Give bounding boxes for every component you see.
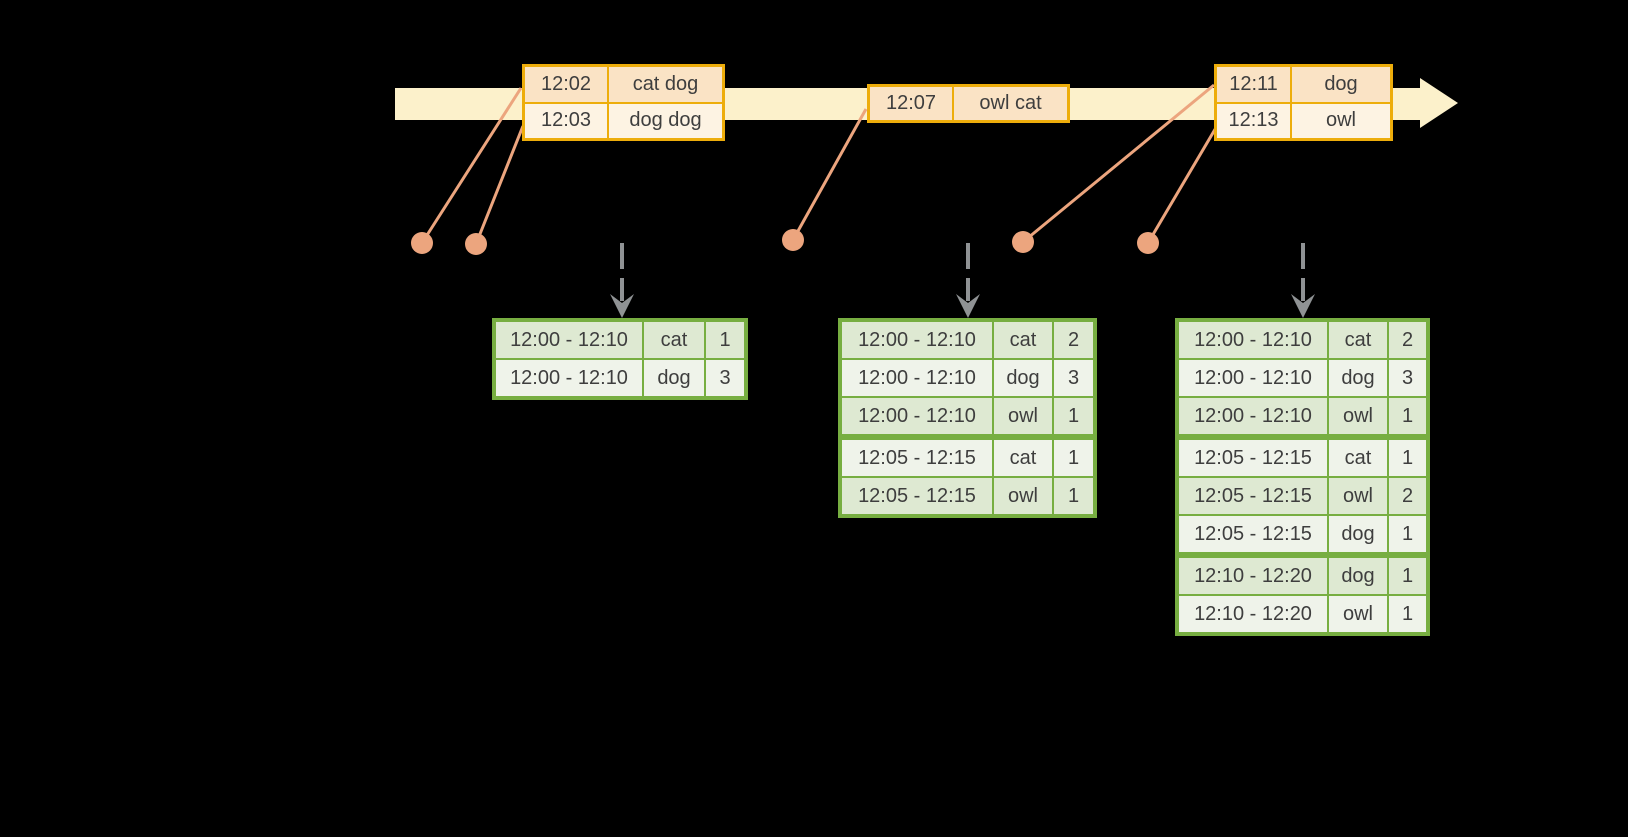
result-window: 12:05 - 12:15 xyxy=(1179,478,1327,514)
result-window: 12:05 - 12:15 xyxy=(1179,516,1327,552)
result-word: owl xyxy=(994,398,1052,434)
result-count: 1 xyxy=(1389,596,1426,632)
result-word: owl xyxy=(994,478,1052,514)
result-word: owl xyxy=(1329,596,1387,632)
result-window: 12:00 - 12:10 xyxy=(842,322,992,358)
event-connector-line xyxy=(474,125,525,245)
result-count: 1 xyxy=(1054,398,1093,434)
result-window: 12:00 - 12:10 xyxy=(496,322,642,358)
event-dot-icon xyxy=(1137,232,1159,254)
result-row: 12:05 - 12:15 cat 1 xyxy=(842,440,1093,476)
result-window: 12:05 - 12:15 xyxy=(842,440,992,476)
result-count: 3 xyxy=(1389,360,1426,396)
result-row: 12:05 - 12:15 cat 1 xyxy=(1179,440,1426,476)
result-row: 12:10 - 12:20 owl 1 xyxy=(1179,596,1426,632)
result-table: 12:00 - 12:10 cat 1 12:00 - 12:10 dog 3 xyxy=(492,318,748,400)
event-time: 12:11 xyxy=(1217,67,1290,102)
result-count: 1 xyxy=(1054,440,1093,476)
result-word: owl xyxy=(1329,478,1387,514)
result-row: 12:05 - 12:15 dog 1 xyxy=(1179,516,1426,552)
result-count: 2 xyxy=(1054,322,1093,358)
event-time: 12:13 xyxy=(1217,103,1290,138)
result-window: 12:00 - 12:10 xyxy=(1179,322,1327,358)
event-dot-icon xyxy=(465,233,487,255)
result-word: cat xyxy=(994,440,1052,476)
event-words: owl cat xyxy=(954,87,1067,120)
result-row: 12:00 - 12:10 cat 1 xyxy=(496,322,744,358)
result-row: 12:05 - 12:15 owl 1 xyxy=(842,478,1093,514)
event-words: dog dog xyxy=(609,103,722,138)
result-row: 12:10 - 12:20 dog 1 xyxy=(1179,558,1426,594)
result-word: cat xyxy=(994,322,1052,358)
event-row: 12:11 dog xyxy=(1217,67,1390,102)
result-window: 12:05 - 12:15 xyxy=(1179,440,1327,476)
event-words: dog xyxy=(1292,67,1390,102)
event-table: 12:07 owl cat xyxy=(867,84,1070,123)
result-row: 12:00 - 12:10 owl 1 xyxy=(842,398,1093,434)
trigger-arrowhead-icon xyxy=(956,294,980,318)
result-word: cat xyxy=(644,322,704,358)
result-word: dog xyxy=(1329,516,1387,552)
result-word: cat xyxy=(1329,440,1387,476)
event-dot-icon xyxy=(782,229,804,251)
result-window: 12:00 - 12:10 xyxy=(842,360,992,396)
result-count: 1 xyxy=(706,322,744,358)
result-window: 12:10 - 12:20 xyxy=(1179,596,1327,632)
result-row: 12:00 - 12:10 dog 3 xyxy=(1179,360,1426,396)
result-word: cat xyxy=(1329,322,1387,358)
event-table: 12:02 cat dog 12:03 dog dog xyxy=(522,64,725,141)
result-row: 12:05 - 12:15 owl 2 xyxy=(1179,478,1426,514)
result-word: dog xyxy=(1329,360,1387,396)
result-table: 12:00 - 12:10 cat 2 12:00 - 12:10 dog 3 … xyxy=(1175,318,1430,636)
result-count: 1 xyxy=(1389,398,1426,434)
result-window: 12:00 - 12:10 xyxy=(496,360,642,396)
result-word: dog xyxy=(1329,558,1387,594)
event-row: 12:07 owl cat xyxy=(870,87,1067,120)
result-count: 2 xyxy=(1389,478,1426,514)
result-window: 12:05 - 12:15 xyxy=(842,478,992,514)
event-connector-line xyxy=(420,87,523,244)
result-window: 12:00 - 12:10 xyxy=(1179,360,1327,396)
event-table: 12:11 dog 12:13 owl xyxy=(1214,64,1393,141)
result-table: 12:00 - 12:10 cat 2 12:00 - 12:10 dog 3 … xyxy=(838,318,1097,518)
result-count: 1 xyxy=(1054,478,1093,514)
event-dot-icon xyxy=(1012,231,1034,253)
result-word: dog xyxy=(994,360,1052,396)
event-time: 12:02 xyxy=(525,67,607,102)
result-count: 3 xyxy=(706,360,744,396)
event-time: 12:07 xyxy=(870,87,952,120)
event-row: 12:03 dog dog xyxy=(525,103,722,138)
event-connector-line xyxy=(791,108,868,241)
event-time: 12:03 xyxy=(525,103,607,138)
result-window: 12:00 - 12:10 xyxy=(842,398,992,434)
result-row: 12:00 - 12:10 cat 2 xyxy=(1179,322,1426,358)
result-word: dog xyxy=(644,360,704,396)
event-connector-line xyxy=(1146,125,1219,244)
result-word: owl xyxy=(1329,398,1387,434)
trigger-arrowhead-icon xyxy=(610,294,634,318)
result-window: 12:00 - 12:10 xyxy=(1179,398,1327,434)
result-row: 12:00 - 12:10 cat 2 xyxy=(842,322,1093,358)
result-count: 1 xyxy=(1389,440,1426,476)
trigger-arrowhead-icon xyxy=(1291,294,1315,318)
result-count: 2 xyxy=(1389,322,1426,358)
event-dot-icon xyxy=(411,232,433,254)
result-count: 3 xyxy=(1054,360,1093,396)
result-count: 1 xyxy=(1389,516,1426,552)
event-row: 12:02 cat dog xyxy=(525,67,722,102)
result-row: 12:00 - 12:10 owl 1 xyxy=(1179,398,1426,434)
result-count: 1 xyxy=(1389,558,1426,594)
result-row: 12:00 - 12:10 dog 3 xyxy=(842,360,1093,396)
event-words: cat dog xyxy=(609,67,722,102)
event-words: owl xyxy=(1292,103,1390,138)
event-row: 12:13 owl xyxy=(1217,103,1390,138)
result-row: 12:00 - 12:10 dog 3 xyxy=(496,360,744,396)
result-window: 12:10 - 12:20 xyxy=(1179,558,1327,594)
